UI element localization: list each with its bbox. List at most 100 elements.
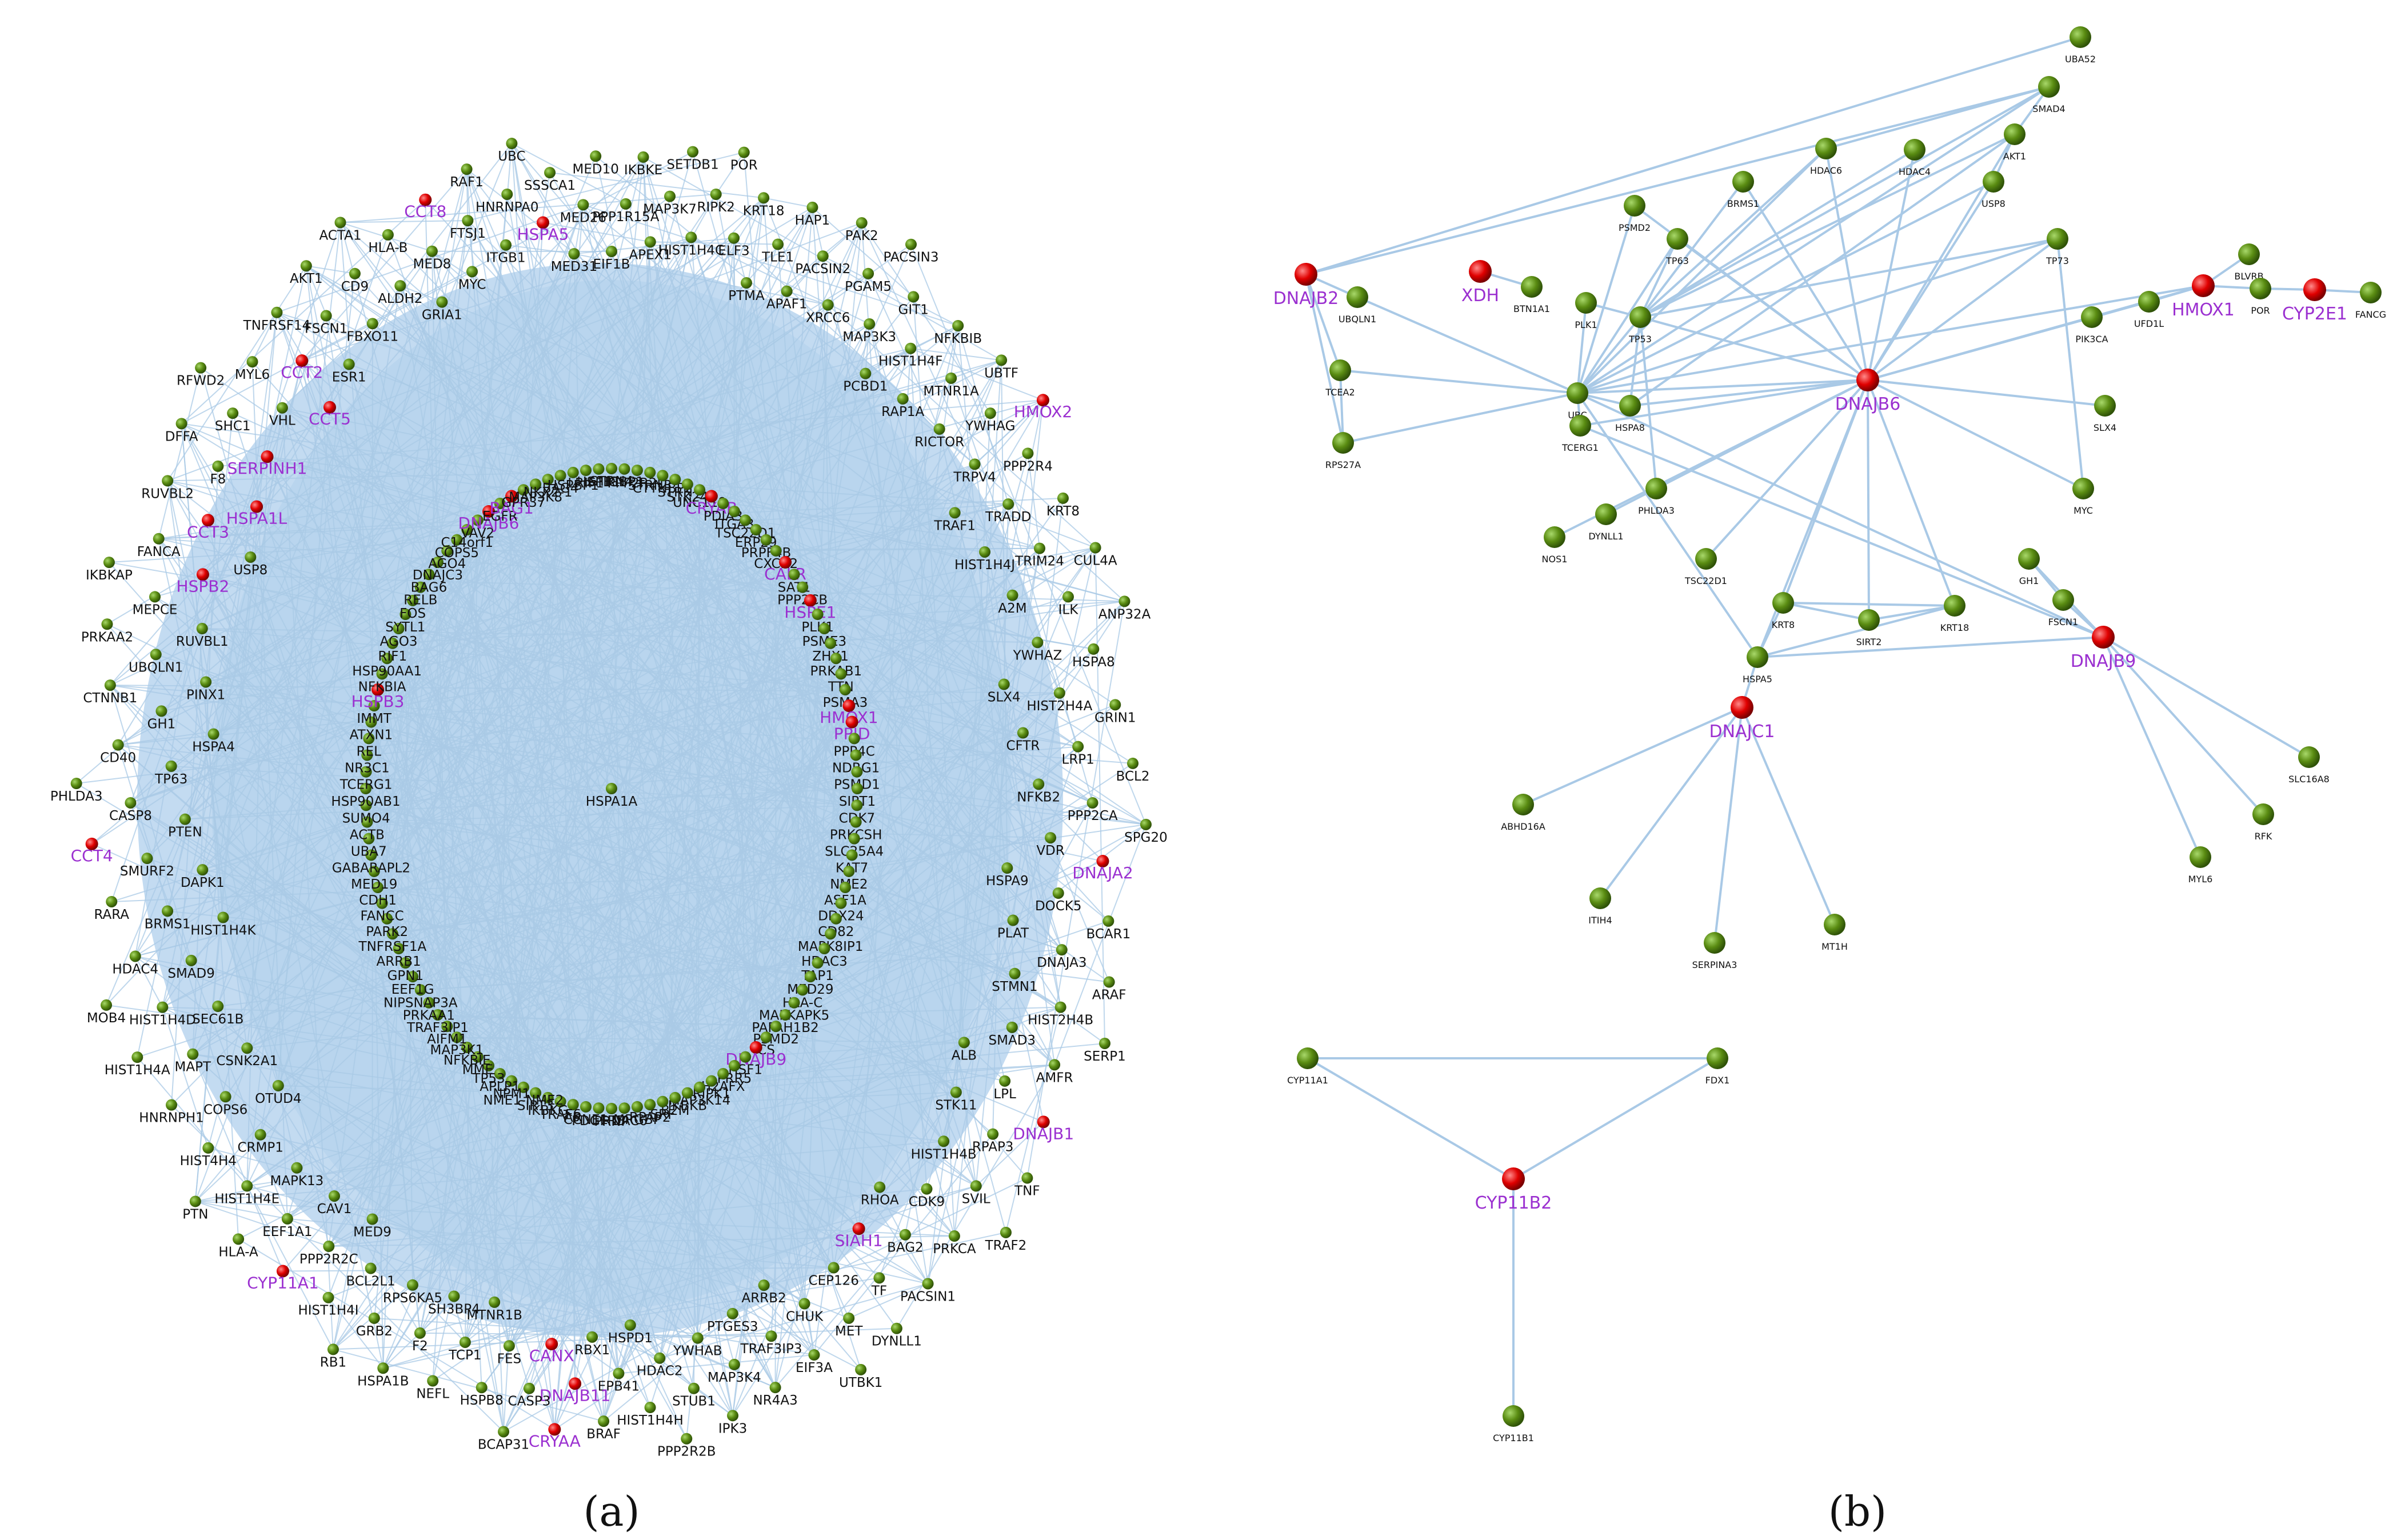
- node-label-cops5: COPS5: [435, 546, 479, 561]
- node-marker-ppp2cb: [797, 581, 809, 593]
- edge-med10-trpv4: [595, 155, 976, 465]
- node-marker-ndrg1: [850, 749, 862, 761]
- node-label-tp53: TP53: [472, 1071, 505, 1086]
- edge-apex1-prnp: [611, 242, 651, 1109]
- edge-tp73-dnajb6: [1867, 238, 2059, 381]
- edge-ubc-ar: [511, 143, 574, 1105]
- node-vav2: VAV2: [461, 514, 494, 541]
- node-marker-nr3c1: [361, 749, 373, 761]
- edge-pacsin1-slx4: [927, 684, 1005, 1284]
- node-med31: MED31: [551, 248, 597, 274]
- node-marker-pacsin1: [922, 1278, 934, 1290]
- edge-ctnnb1-hdac6: [110, 685, 625, 1109]
- node-label-ppp2r2c: PPP2R2C: [299, 1252, 358, 1267]
- node-marker-traf3ip1: [432, 1009, 444, 1021]
- edge-hmox2-ptn: [195, 399, 1044, 1202]
- node-marker-med19: [368, 865, 380, 877]
- node-tradd: TRADD: [985, 498, 1031, 525]
- node-label-rap1a: RAP1A: [881, 405, 924, 419]
- node-label-ppp2ca: PPP2CA: [1068, 809, 1118, 823]
- node-label-dnajb1: DNAJB1: [1013, 1124, 1074, 1143]
- node-marker-cftr: [1017, 727, 1029, 739]
- edge-tp73-ubc: [1577, 238, 2058, 394]
- node-marker-hspb8: [476, 1382, 488, 1394]
- node-marker-rara: [106, 895, 118, 907]
- edge-slx4-vhl: [282, 407, 1005, 685]
- edge-sh3bp4-alb: [453, 1042, 965, 1297]
- node-casp8: CASP8: [109, 797, 152, 823]
- node-label-stmn1: STMN1: [992, 979, 1037, 994]
- node-marker-ubqln1: [1347, 286, 1368, 308]
- node-label-pacsin1: PACSIN1: [900, 1289, 956, 1304]
- edge-cd9-hist1h4e: [246, 273, 355, 1186]
- node-nr3c1: NR3C1: [345, 749, 390, 775]
- node-cyp11a1: CYP11A1: [247, 1265, 319, 1293]
- node-label-pten: PTEN: [168, 825, 202, 840]
- node-fancg: FANCG: [2355, 282, 2386, 320]
- node-marker-tcea2: [1329, 359, 1351, 381]
- node-marker-traf3ip3: [765, 1330, 777, 1342]
- edge-serpinh1-hdac2: [266, 456, 661, 1359]
- edge-a2m-raf1: [466, 169, 1013, 596]
- node-sumo4: SUMO4: [342, 799, 390, 826]
- node-label-hist1h4f: HIST1H4F: [878, 354, 943, 369]
- node-label-traf1: TRAF1: [933, 518, 976, 533]
- node-label-hdac4: HDAC4: [1899, 166, 1931, 177]
- edge-ywhab-strn4: [611, 468, 698, 1338]
- node-label-grin1: GRIN1: [1094, 710, 1136, 725]
- node-marker-ufd1l: [2138, 291, 2160, 313]
- node-ar: AR: [564, 1099, 582, 1125]
- node-label-hdac4: HDAC4: [112, 962, 158, 977]
- node-marker-ruvbl2: [162, 475, 174, 487]
- edge-dnajb2-rps27a: [1305, 274, 1344, 443]
- node-immt: IMMT: [357, 700, 392, 726]
- node-marker-tcerg1: [360, 766, 372, 778]
- node-dnajb6: DNAJB6: [1835, 369, 1900, 414]
- edge-hist1h4e-serpinh1: [246, 457, 268, 1186]
- node-apex1: APEX1: [629, 236, 672, 262]
- node-npm1: NPM1: [493, 1075, 530, 1102]
- node-label-bcar1: BCAR1: [1086, 927, 1130, 942]
- node-map3k3: MAP3K3: [842, 318, 896, 345]
- edge-dnajb6-tcerg1: [1580, 379, 1868, 427]
- node-label-arrb1: ARRB1: [377, 954, 421, 969]
- node-marker-hdac4: [129, 950, 141, 962]
- edge-casp3-cdh1: [377, 887, 530, 1389]
- node-hist4h4: HIST4H4: [180, 1142, 237, 1169]
- edge-por-ftsj1: [468, 151, 744, 222]
- edge-nr4a3-vhl: [281, 407, 776, 1388]
- node-bcl2: BCL2: [1116, 757, 1149, 784]
- node-marker-erp29: [750, 523, 762, 535]
- edge-dnajb1-uba7: [368, 838, 1044, 1123]
- node-marker-hmox1: [842, 699, 856, 713]
- edge-tp53-ubc: [1576, 316, 1641, 394]
- node-label-cct5: CCT5: [309, 410, 351, 429]
- edge-casp3-xrcc6: [529, 305, 829, 1389]
- node-label-slx4: SLX4: [988, 690, 1021, 705]
- edge-hnrnpa0-strn3: [506, 194, 651, 473]
- node-srf: SRF: [650, 1095, 675, 1122]
- node-label-hsp90aa1: HSP90AA1: [352, 664, 422, 679]
- node-marker-med31: [568, 248, 580, 260]
- edge-mapk13-plat: [297, 919, 1013, 1169]
- node-marker-mapt: [187, 1048, 199, 1060]
- node-label-dnajc3: DNAJC3: [413, 568, 463, 583]
- node-marker-krt8: [1057, 492, 1069, 504]
- node-label-rel: REL: [357, 744, 382, 759]
- node-label-tp63: TP63: [1665, 255, 1689, 266]
- node-marker-usp8: [1983, 171, 2004, 193]
- node-marker-ubtf: [996, 354, 1008, 366]
- node-label-dnajb9: DNAJB9: [2071, 651, 2136, 671]
- edge-hspa1l-ptn: [194, 506, 258, 1202]
- node-label-hspb2: HSPB2: [177, 577, 230, 595]
- node-marker-hist1h4h: [644, 1402, 656, 1414]
- edge-rpap2-stk11: [650, 1091, 956, 1106]
- node-siah1: SIAH1: [835, 1222, 883, 1250]
- node-marker-plk1: [1575, 292, 1597, 314]
- node-gabarapl2: GABARAPL2: [332, 849, 410, 875]
- node-tsc22d1: TSC22D1: [714, 514, 776, 541]
- edge-f8-cep126: [217, 466, 834, 1269]
- edge-mrgbp-ptn: [195, 1106, 638, 1202]
- node-stk24: STK24: [666, 478, 708, 505]
- node-marker-crmp1: [254, 1129, 266, 1141]
